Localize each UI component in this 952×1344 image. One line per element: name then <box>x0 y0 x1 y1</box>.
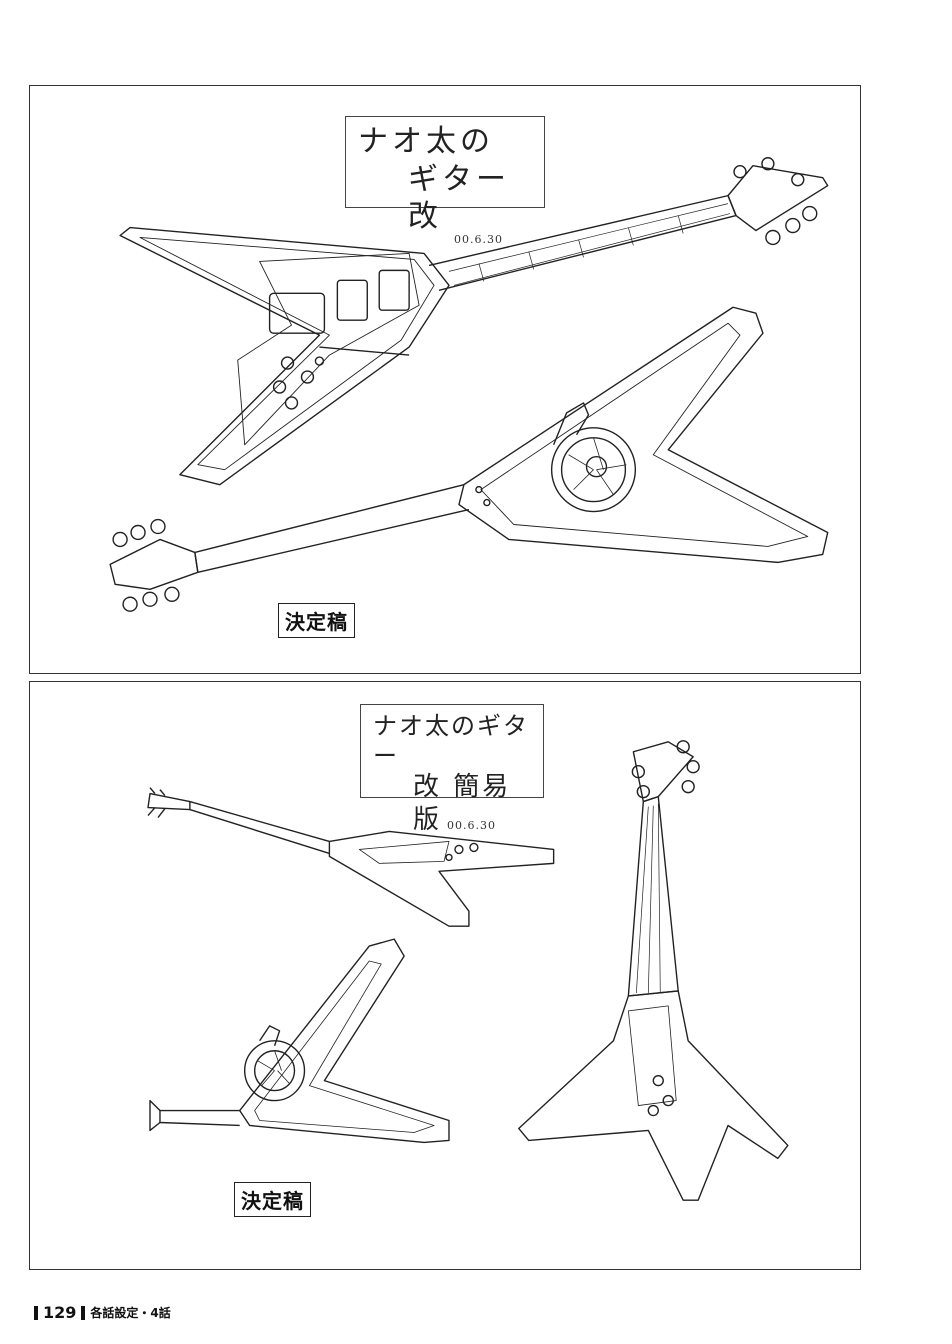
right-guitar-neck <box>627 795 679 997</box>
top-panel: ナオ太の ギター改 00.6.30 決定稿 <box>29 85 861 674</box>
footer-bar-left <box>34 1305 38 1320</box>
right-guitar-body <box>518 990 789 1201</box>
final-draft-stamp: 決定稿 <box>234 1182 311 1217</box>
footer-bar-right <box>81 1305 86 1320</box>
note-line1: ナオ太の <box>358 124 494 159</box>
note-date: 00.6.30 <box>454 233 503 246</box>
guitar-sketch-top <box>109 157 829 612</box>
fan-unit <box>550 427 637 513</box>
note-line1: ナオ太のギター <box>373 712 529 770</box>
page-number: 129 <box>43 1303 77 1322</box>
note-box-bottom: ナオ太のギター 改 簡易版 00.6.30 <box>360 704 544 835</box>
note-line2: 改 簡易版 <box>413 772 512 835</box>
back-guitar-body <box>458 306 829 564</box>
guitar-sketch-bottom <box>147 740 789 1201</box>
left-guitar-neck <box>189 800 330 855</box>
chapter-label: 各話設定・4話 <box>90 1306 171 1320</box>
note-line2: ギター改 <box>408 161 510 235</box>
bottom-panel: ナオ太のギター 改 簡易版 00.6.30 決定稿 <box>29 681 861 1270</box>
back-guitar-body <box>239 938 450 1144</box>
page-footer: 129 各話設定・4話 <box>29 1303 171 1322</box>
front-guitar-headstock <box>727 165 829 232</box>
note-box-top: ナオ太の ギター改 00.6.30 <box>345 116 545 246</box>
final-draft-stamp: 決定稿 <box>278 603 355 638</box>
right-guitar-headstock <box>632 741 694 803</box>
note-date: 00.6.30 <box>447 819 496 832</box>
fan-unit <box>243 1040 306 1102</box>
back-guitar-headstock <box>109 538 199 590</box>
front-guitar-body <box>119 226 450 486</box>
left-guitar-body <box>328 830 555 927</box>
